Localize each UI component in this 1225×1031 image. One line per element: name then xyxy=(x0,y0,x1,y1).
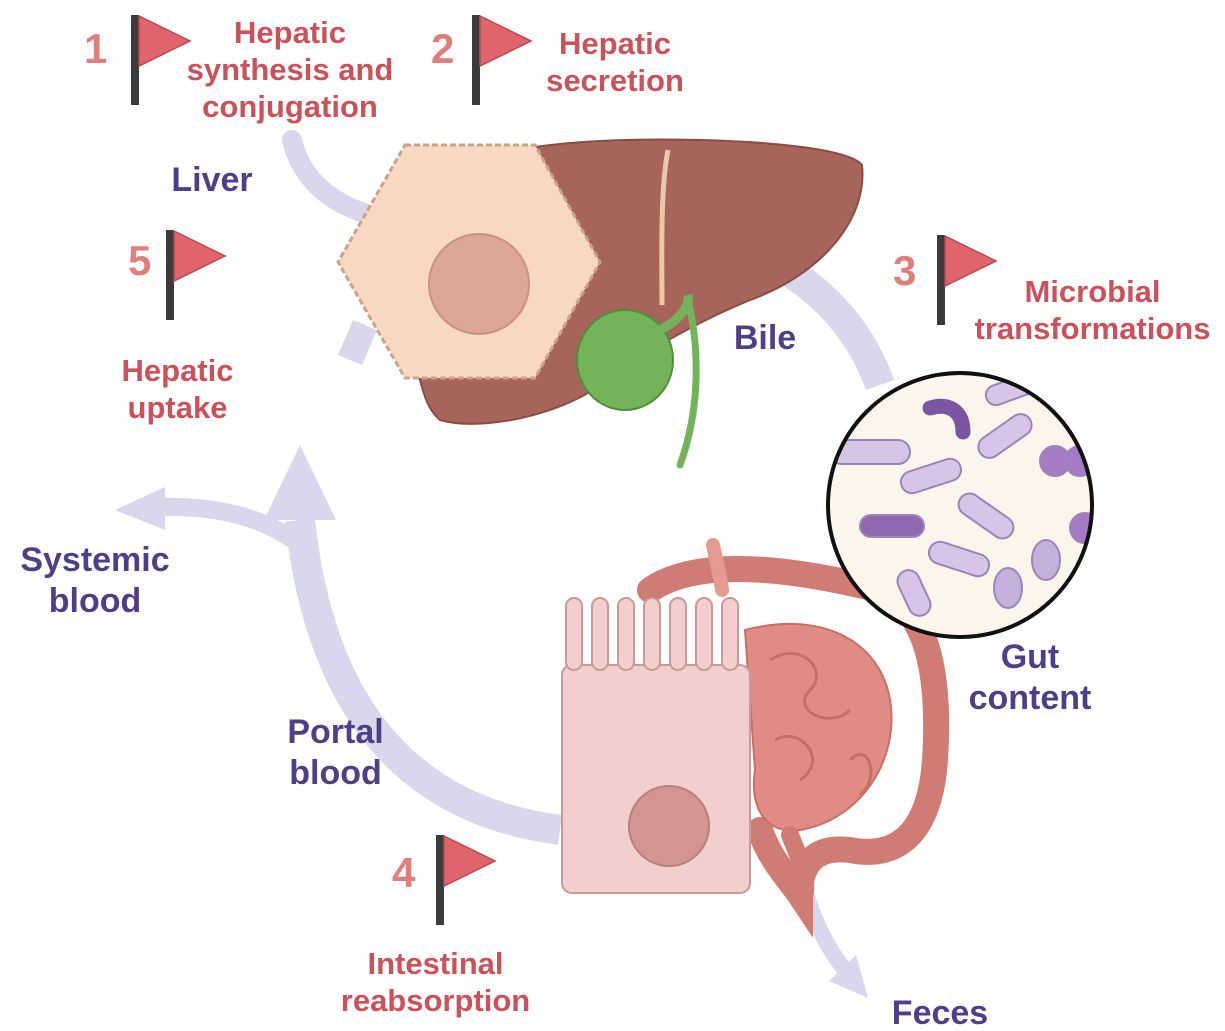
step-5-number: 5 xyxy=(128,240,151,282)
step-3-number: 3 xyxy=(893,250,916,292)
step-1-number: 1 xyxy=(84,28,107,70)
step-2-number: 2 xyxy=(431,28,454,70)
esophagus-stub xyxy=(713,545,722,590)
bacterium-dark-rod xyxy=(860,515,924,537)
portal-blood-arrowhead xyxy=(264,445,336,520)
hepatocyte-nucleus xyxy=(429,234,529,334)
step-3-title: Microbial transformations xyxy=(965,273,1220,347)
microvilli xyxy=(566,598,738,670)
gut-content-label: Gut content xyxy=(950,637,1110,719)
feces-label: Feces xyxy=(870,993,1010,1031)
bacterium-oval xyxy=(1032,540,1060,580)
step-2-title: Hepatic secretion xyxy=(535,25,695,99)
flag-icon xyxy=(436,835,495,925)
liver-label: Liver xyxy=(152,160,272,201)
gallbladder xyxy=(577,310,673,410)
step-4-number: 4 xyxy=(392,852,415,894)
uptake-stub-arrow xyxy=(350,325,365,360)
synthesis-connector-arrow xyxy=(292,140,370,215)
bacterium-oval xyxy=(994,568,1022,608)
step-1-title: Hepatic synthesis and conjugation xyxy=(180,14,400,126)
flag-icon xyxy=(166,230,225,320)
portal-blood-label: Portal blood xyxy=(268,712,403,794)
step-5-title: Hepatic uptake xyxy=(100,352,255,426)
bacterium-coccus xyxy=(1070,513,1100,543)
enterocyte-nucleus xyxy=(629,786,709,866)
enterocyte-cell xyxy=(562,598,750,893)
small-intestine xyxy=(745,624,892,831)
systemic-blood-label: Systemic blood xyxy=(5,540,185,622)
flag-icon xyxy=(472,15,531,105)
systemic-blood-arrowhead xyxy=(115,487,165,530)
step-4-title: Intestinal reabsorption xyxy=(328,945,543,1019)
bile-label: Bile xyxy=(715,318,815,359)
gut-microbiota-zoom xyxy=(828,372,1100,637)
